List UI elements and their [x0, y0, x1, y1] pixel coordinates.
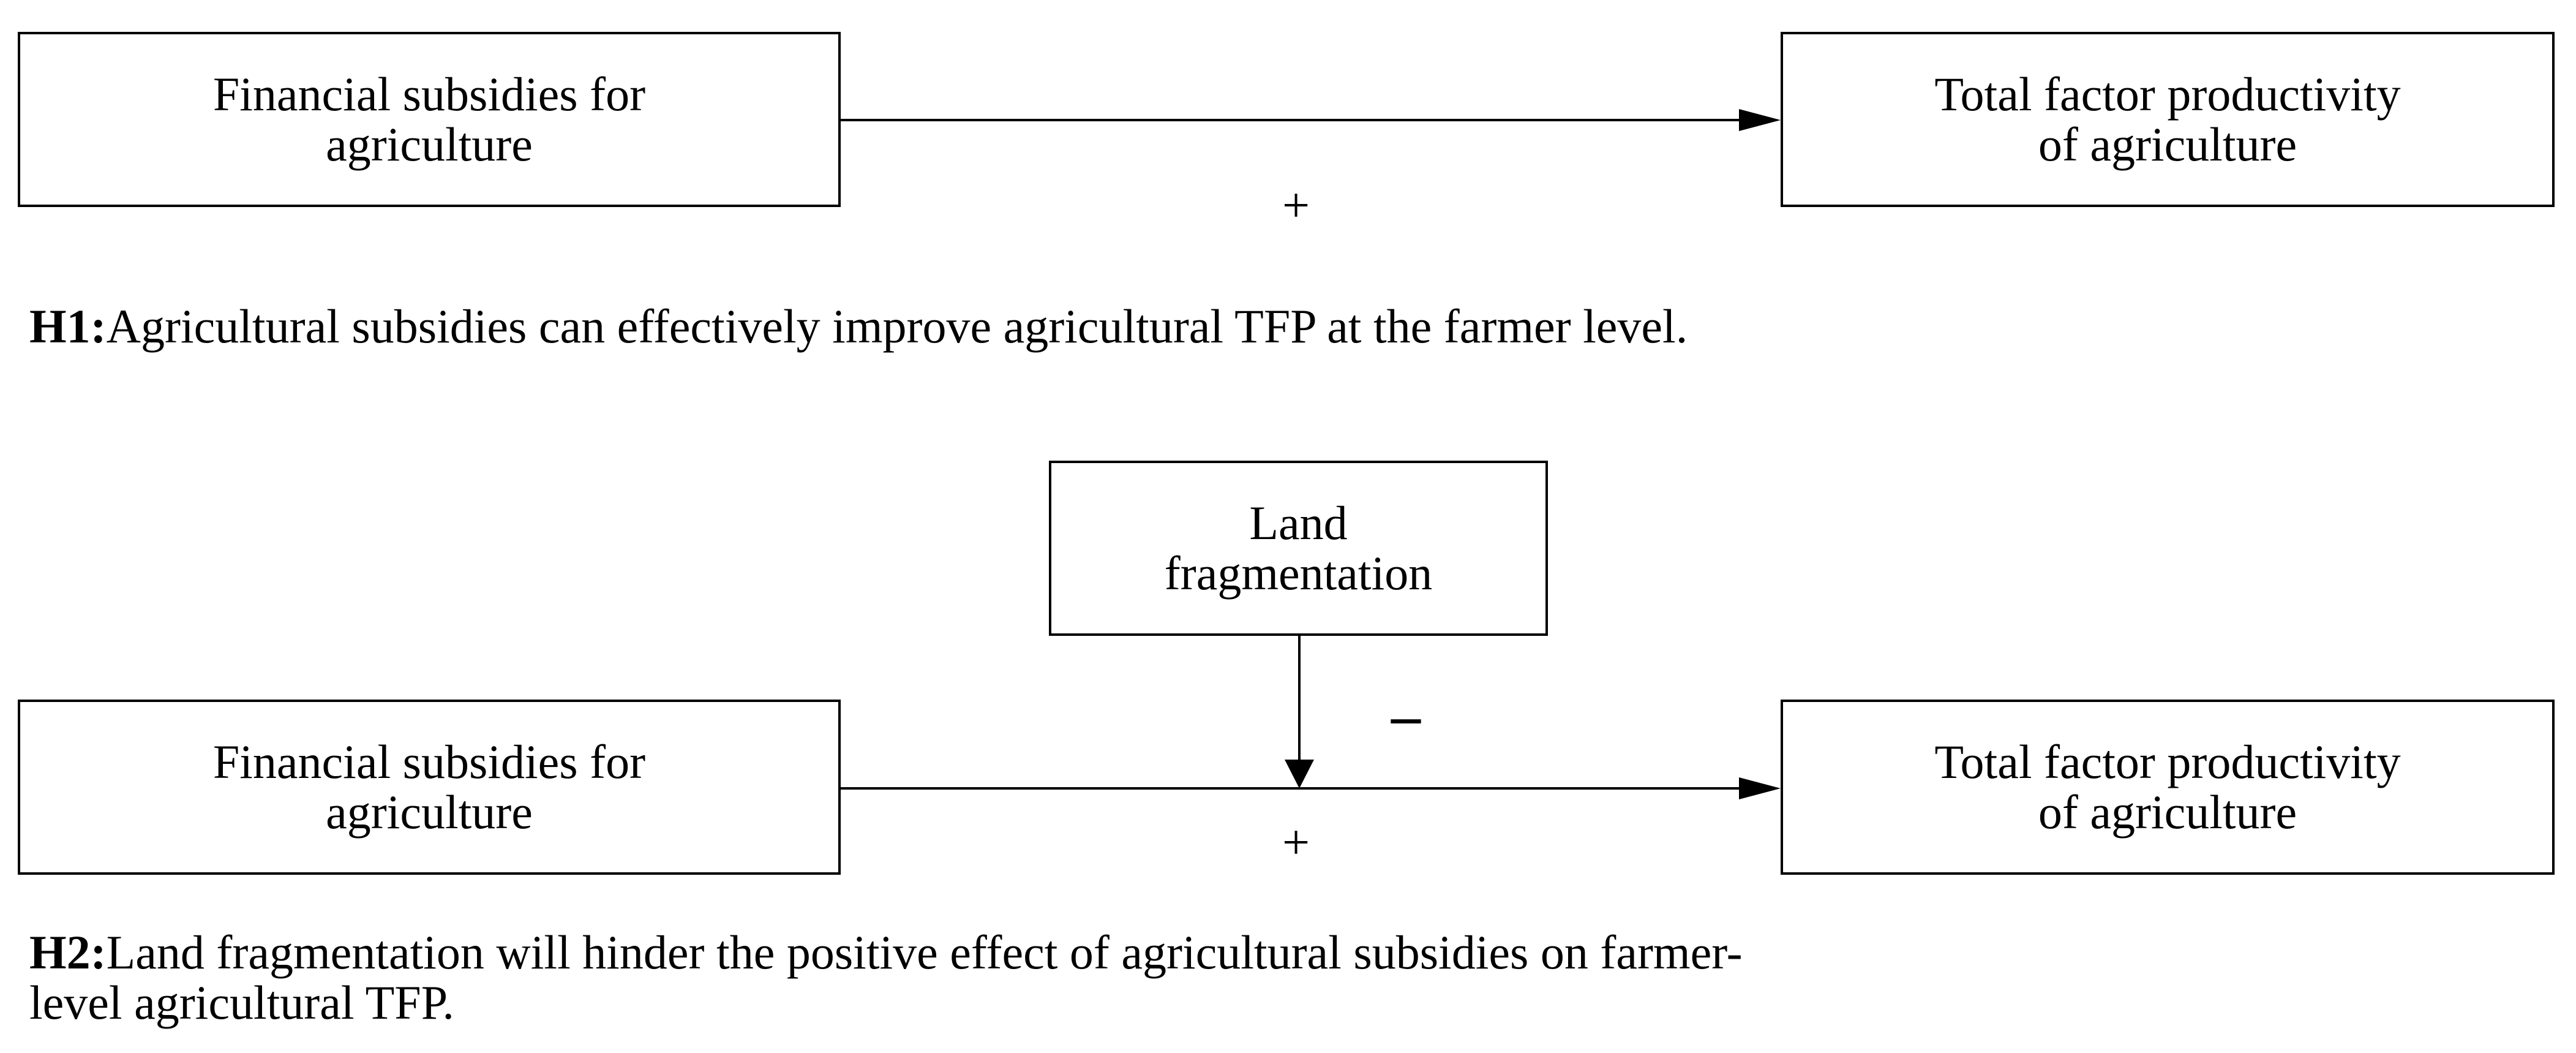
h1-target-label: Total factor productivity of agriculture — [1934, 67, 2401, 171]
h1-effect-sign: + — [1282, 179, 1310, 233]
h2-moderator-box: Land fragmentation — [1049, 461, 1548, 636]
hypothesis-h1: H1:Agricultural subsidies can effectivel… — [29, 301, 1688, 352]
h2-arrowhead — [1739, 777, 1781, 799]
hypothesis-h2-text-1: Land fragmentation will hinder the posit… — [106, 926, 1743, 979]
hypothesis-h1-text: Agricultural subsidies can effectively i… — [106, 300, 1688, 353]
h2-effect-sign: + — [1282, 816, 1310, 870]
h2-target-box: Total factor productivity of agriculture — [1781, 700, 2555, 875]
h2-source-label: Financial subsidies for agriculture — [212, 735, 646, 839]
moderation-arrowhead — [1285, 760, 1314, 788]
h2-moderation-sign: – — [1391, 682, 1421, 748]
hypothesis-h2-line-1: H2:Land fragmentation will hinder the po… — [29, 927, 1743, 978]
h2-moderator-label: Land fragmentation — [1164, 496, 1433, 600]
hypothesis-h2-id: H2: — [29, 926, 107, 979]
h1-source-label: Financial subsidies for agriculture — [212, 67, 646, 171]
hypothesis-h2: H2:Land fragmentation will hinder the po… — [29, 927, 1743, 1028]
h1-target-box: Total factor productivity of agriculture — [1781, 32, 2555, 207]
hypothesis-h2-line-2: level agricultural TFP. — [29, 975, 454, 1029]
hypothesis-h1-id: H1: — [29, 300, 107, 353]
h2-target-label: Total factor productivity of agriculture — [1934, 735, 2401, 839]
h2-source-box: Financial subsidies for agriculture — [18, 700, 841, 875]
hypothesis-h1-line: H1:Agricultural subsidies can effectivel… — [29, 301, 1688, 352]
h1-source-box: Financial subsidies for agriculture — [18, 32, 841, 207]
h1-arrowhead — [1739, 109, 1781, 131]
